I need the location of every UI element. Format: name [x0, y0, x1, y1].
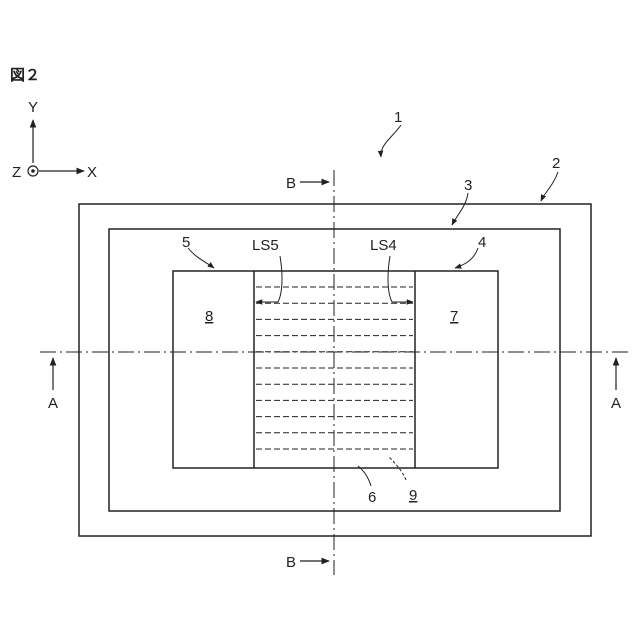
z-axis-label: Z [12, 164, 21, 181]
x-axis-label: X [87, 164, 97, 181]
z-axis-dot [31, 169, 35, 173]
outer-rectangle [79, 204, 591, 536]
coordinate-axes: Y X Z [12, 99, 97, 181]
ref-1-label: 1 [394, 109, 402, 126]
ref-8-label: 8 [205, 308, 213, 325]
ref-2-label: 2 [552, 155, 560, 172]
y-axis-label: Y [28, 99, 38, 116]
ls4-label: LS4 [370, 237, 397, 254]
ls4-leader [388, 256, 392, 302]
ref-7-label: 7 [450, 308, 458, 325]
ref-3-label: 3 [464, 177, 472, 194]
section-b-bottom-label: B [286, 554, 296, 571]
ref-6-leader [358, 466, 371, 486]
ref-5-label: 5 [182, 234, 190, 251]
ls5-leader [278, 256, 282, 302]
section-a-left-label: A [48, 395, 58, 412]
figure-title: 図２ [10, 67, 40, 84]
section-b-top-label: B [286, 175, 296, 192]
ref-9-label: 9 [409, 487, 417, 504]
section-a-right-label: A [611, 395, 621, 412]
ls5-label: LS5 [252, 237, 279, 254]
ref-6-label: 6 [368, 489, 376, 506]
ref-1-leader [381, 125, 401, 157]
ref-3-leader [452, 193, 468, 225]
ref-5-leader [188, 248, 214, 268]
ref-4-leader [455, 248, 478, 268]
device-body [173, 271, 498, 468]
ref-4-label: 4 [478, 234, 486, 251]
ref-2-leader [541, 172, 558, 201]
